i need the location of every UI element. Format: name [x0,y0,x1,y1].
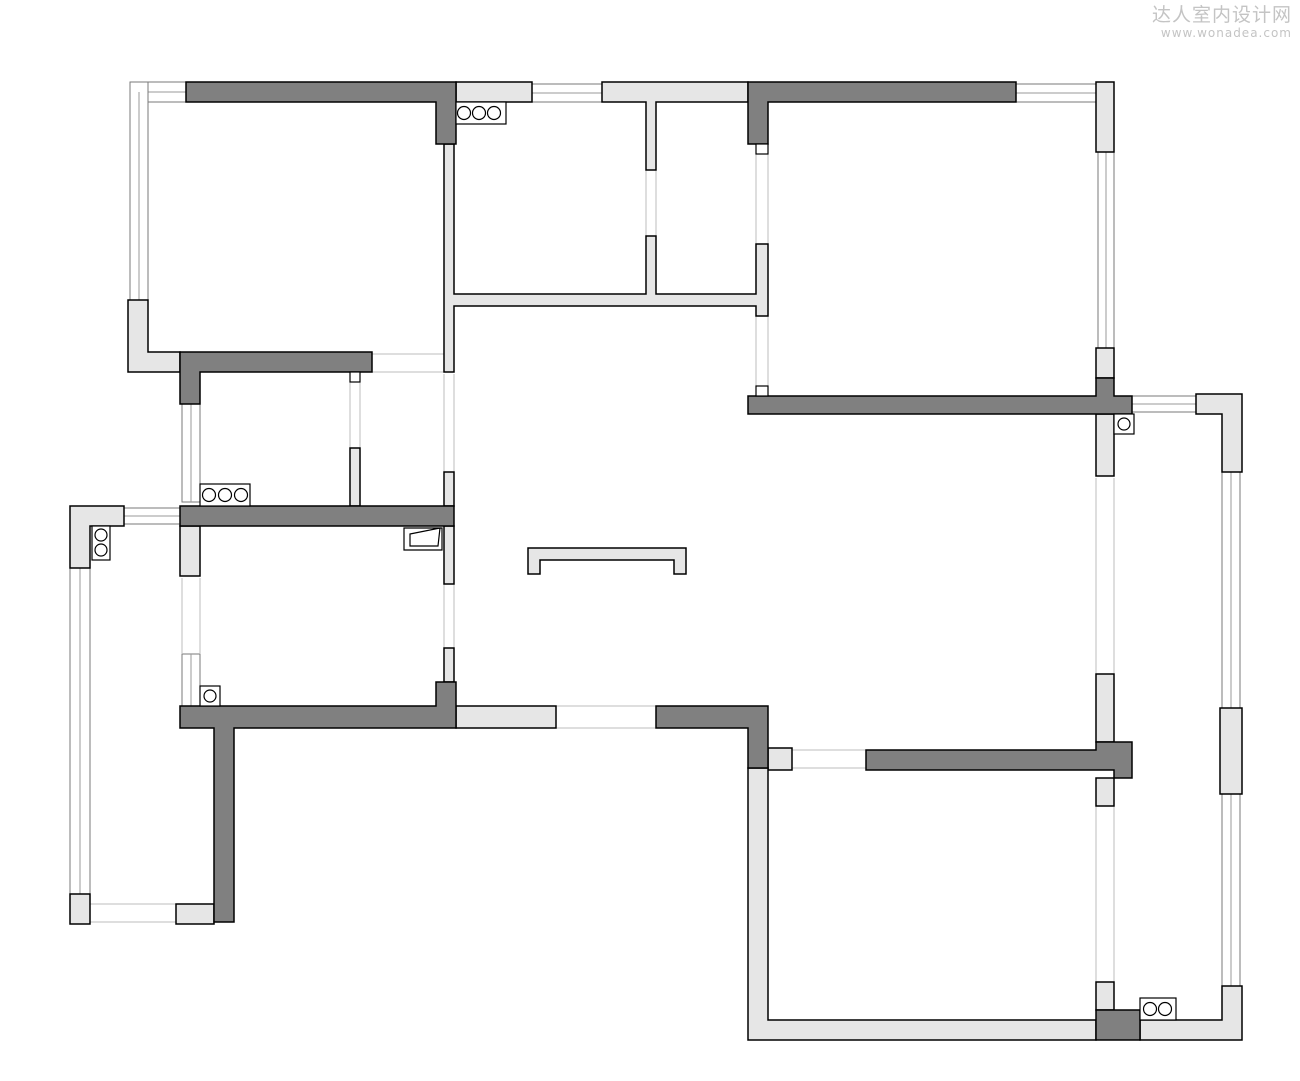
wall-partition [69,505,125,569]
wall-partition [1095,981,1115,1011]
wall-partition [1095,413,1115,477]
wall-partition [747,767,1097,1041]
wall-partition [1195,393,1243,473]
wall-partition [443,525,455,585]
wall-structural [179,351,373,405]
partition-walls [69,81,1243,1041]
pipe-icon [1157,1001,1173,1017]
pipe-icon [486,105,502,121]
wall-structural [747,377,1133,415]
wall-structural [747,81,1017,145]
pipe-icon [233,487,249,503]
wall-partition [443,471,455,507]
pipe-icon [1142,1001,1158,1017]
wall-structural [655,705,769,769]
wall-structural [179,681,457,923]
wall-structural [179,505,455,527]
wall-partition [1219,707,1243,795]
pipe-icon [471,105,487,121]
wall-stub [349,371,361,383]
wall-structural [1095,1009,1141,1041]
pipe-icon [203,689,217,703]
wall-stub [755,385,769,397]
fixture [403,527,443,551]
wall-partition [1095,347,1115,379]
pipe-icon [456,105,472,121]
pipe-icon [94,543,108,557]
wall-structural [865,741,1133,779]
wall-partition [443,647,455,683]
wall-partition [69,893,91,925]
pipe-shafts [91,101,1177,1021]
wall-partition [767,747,793,771]
watermark-title: 达人室内设计网 [1151,4,1292,26]
pipe-icon [201,487,217,503]
details [349,143,769,551]
wall-partition [455,705,557,729]
wall-stub [755,143,769,155]
wall-partition [127,299,181,373]
structural-walls [179,81,1141,1041]
wall-partition [349,447,361,507]
wall-partition [601,81,749,171]
wall-partition [443,143,769,373]
pipe-icon [217,487,233,503]
windows [69,81,1241,987]
wall-partition [179,525,201,577]
watermark: 达人室内设计网 www.wonadea.com [1152,4,1292,40]
wall-partition [1095,673,1115,743]
wall-partition [1095,81,1115,153]
pipe-icon [94,528,108,542]
wall-partition [527,547,687,575]
watermark-url: www.wonadea.com [1160,26,1292,40]
wall-partition [455,81,533,103]
wall-partition [1095,777,1115,807]
pipe-icon [1117,417,1131,431]
wall-structural [185,81,457,145]
wall-partition [175,903,215,925]
door-openings [90,154,1115,982]
